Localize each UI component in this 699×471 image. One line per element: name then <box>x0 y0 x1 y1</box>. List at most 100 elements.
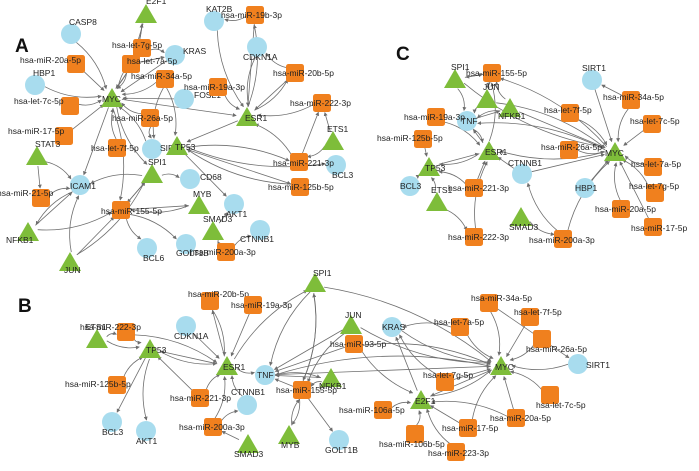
node-b-NFKB1[interactable]: NFKB1 <box>319 368 347 391</box>
node-b-m17[interactable]: hsa-miR-17-5p <box>442 419 498 437</box>
node-a-MYC[interactable]: MYC <box>101 88 123 107</box>
node-a-m125b[interactable]: hsa-miR-125b-5p <box>268 178 334 196</box>
node-b-CDKN1A[interactable]: CDKN1A <box>174 316 209 341</box>
node-a-KAT2B[interactable]: KAT2B <box>204 4 233 31</box>
node-c-BCL3[interactable]: BCL3 <box>400 176 422 196</box>
node-a-CASP8[interactable]: CASP8 <box>61 17 97 44</box>
node-c-ESR1[interactable]: ESR1 <box>478 141 507 160</box>
node-b-m106a[interactable]: hsa-miR-106a-5p <box>339 401 405 419</box>
node-a-m19a[interactable]: hsa-miR-19a-3p <box>184 78 245 96</box>
node-b-E2F1[interactable]: E2F1 <box>410 390 436 409</box>
node-b-CTNNB1[interactable]: CTNNB1 <box>231 387 265 415</box>
node-b-m34a[interactable]: hsa-miR-34a-5p <box>471 293 532 312</box>
node-c-SIRT1[interactable]: SIRT1 <box>582 63 606 90</box>
node-a-m221[interactable]: hsa-miR-221-3p <box>273 153 334 171</box>
node-b-let7c[interactable]: hsa-let-7c-5p <box>536 386 586 410</box>
node-c-HBP1[interactable]: HBP1 <box>575 178 597 198</box>
node-a-E2F1[interactable]: E2F1 <box>135 0 167 23</box>
node-c-m155[interactable]: hsa-miR-155-5p <box>466 64 527 82</box>
node-b-ESR1[interactable]: ESR1 <box>216 356 245 375</box>
node-b-AKT1[interactable]: AKT1 <box>136 421 158 446</box>
node-c-m19a[interactable]: hsa-miR-19a-3p <box>404 108 465 126</box>
node-b-m223[interactable]: hsa-miR-223-3p <box>428 443 489 461</box>
node-a-m222[interactable]: hsa-miR-222-3p <box>290 94 351 112</box>
node-c-JUN[interactable]: JUN <box>476 82 500 108</box>
node-b-KRAS[interactable]: KRAS <box>382 317 405 337</box>
node-b-m19a[interactable]: hsa-miR-19a-3p <box>231 296 292 314</box>
node-a-HBP1[interactable]: HBP1 <box>25 68 55 95</box>
node-b-m155[interactable]: hsa-miR-155-5p <box>276 381 337 399</box>
node-a-SMAD3[interactable]: SMAD3 <box>202 214 233 240</box>
node-b-SPI1[interactable]: SPI1 <box>304 268 332 292</box>
node-c-m34a[interactable]: hsa-miR-34a-5p <box>603 91 664 109</box>
node-b-m222[interactable]: hsa-miR-222-3p <box>80 322 141 341</box>
node-a-JUN[interactable]: JUN <box>59 252 81 275</box>
node-c-let7f[interactable]: hsa-let-7f-5p <box>544 104 592 122</box>
node-b-BCL3[interactable]: BCL3 <box>102 412 124 437</box>
node-c-m222[interactable]: hsa-miR-222-3p <box>448 228 509 246</box>
node-c-m17[interactable]: hsa-miR-17-5p <box>631 218 687 236</box>
node-a-NFKB1[interactable]: NFKB1 <box>6 222 39 245</box>
node-b-MYB[interactable]: MYB <box>278 425 300 450</box>
node-c-NFKB1[interactable]: NFKB1 <box>498 98 526 121</box>
node-b-MYC[interactable]: MYC <box>490 356 514 375</box>
node-a-SPI1[interactable]: SPI1 <box>141 157 167 183</box>
node-a-let7f[interactable]: hsa-let-7f-5p <box>91 139 139 157</box>
node-a-let7g[interactable]: hsa-let-7g-5p <box>112 39 162 57</box>
node-b-m106b[interactable]: hsa-miR-106b-5p <box>379 425 445 449</box>
node-c-SPI1[interactable]: SPI1 <box>444 62 470 88</box>
node-b-SMAD3[interactable]: SMAD3 <box>234 434 264 459</box>
node-a-KRAS[interactable]: KRAS <box>165 45 206 65</box>
node-a-m34a[interactable]: hsa-miR-34a-5p <box>131 70 192 88</box>
node-a-m20b[interactable]: hsa-miR-20b-5p <box>273 64 334 82</box>
node-c-SMAD3[interactable]: SMAD3 <box>509 207 539 232</box>
node-a-m19b[interactable]: hsa-miR-19b-3p <box>221 6 282 24</box>
node-c-let7a[interactable]: hsa-let-7a-5p <box>631 158 681 176</box>
node-b-ETS1[interactable]: ETS1 <box>85 322 108 348</box>
node-a-STAT3[interactable]: STAT3 <box>26 139 60 165</box>
node-a-ESR1[interactable]: ESR1 <box>236 107 267 126</box>
node-b-m200a[interactable]: hsa-miR-200a-3p <box>179 418 245 436</box>
node-a-m155[interactable]: hsa-miR-155-5p <box>101 201 162 219</box>
node-c-MYC[interactable]: MYC <box>604 142 626 161</box>
node-b-m20a[interactable]: hsa-miR-20a-5p <box>490 409 551 427</box>
node-a-GOLT1B[interactable]: GOLT1B <box>176 234 209 258</box>
node-a-BCL3[interactable]: BCL3 <box>326 155 354 180</box>
node-c-m125b[interactable]: hsa-miR-125b-5p <box>377 130 443 148</box>
node-c-m26a[interactable]: hsa-miR-26a-5p <box>541 141 602 159</box>
node-c-let7c[interactable]: hsa-let-7c-5p <box>630 115 680 133</box>
node-a-let7a[interactable]: hsa-let-7a-5p <box>122 55 177 73</box>
node-b-GOLT1B[interactable]: GOLT1B <box>325 430 358 455</box>
node-a-FOSL1[interactable]: FOSL1 <box>174 89 221 109</box>
node-a-m20a[interactable]: hsa-miR-20a-5p <box>20 55 85 73</box>
node-a-ETS1[interactable]: ETS1 <box>322 124 349 150</box>
node-c-m200a[interactable]: hsa-miR-200a-3p <box>529 230 595 248</box>
node-b-m26a[interactable]: hsa-miR-26a-5p <box>526 330 587 354</box>
node-b-TNF[interactable]: TNF <box>255 365 275 385</box>
node-a-BCL6[interactable]: BCL6 <box>137 238 165 263</box>
node-b-JUN[interactable]: JUN <box>340 310 362 334</box>
node-c-TNF[interactable]: TNF <box>457 111 478 131</box>
node-c-ETS1[interactable]: ETS1 <box>426 185 453 211</box>
node-b-m221[interactable]: hsa-miR-221-3p <box>170 389 231 407</box>
node-a-CTNNB1[interactable]: CTNNB1 <box>240 220 274 244</box>
node-a-CDKN1A[interactable]: CDKN1A <box>243 37 278 62</box>
node-b-let7g[interactable]: hsa-let-7g-5p <box>423 370 473 391</box>
node-a-let7c[interactable]: hsa-let-7c-5p <box>14 96 79 115</box>
node-a-m26a[interactable]: hsa-miR-26a-5p <box>112 109 173 127</box>
node-a-CD68[interactable]: CD68 <box>180 169 222 189</box>
node-c-m20a[interactable]: hsa-miR-20a-5p <box>595 200 656 218</box>
node-c-CTNNB1[interactable]: CTNNB1 <box>508 158 542 184</box>
node-a-m200a[interactable]: hsa-miR-200a-3p <box>190 243 256 261</box>
node-b-m125b[interactable]: hsa-miR-125b-5p <box>65 376 131 394</box>
node-b-let7a[interactable]: hsa-let-7a-5p <box>434 317 484 336</box>
node-b-let7f[interactable]: hsa-let-7f-5p <box>514 307 562 326</box>
node-c-TP53[interactable]: TP53 <box>418 157 446 176</box>
node-b-SIRT1[interactable]: SIRT1 <box>568 354 610 374</box>
node-a-m21[interactable]: hsa-miR-21-5p <box>0 188 53 207</box>
node-b-m93[interactable]: hsa-miR-93-5p <box>330 335 386 353</box>
node-a-TP53[interactable]: TP53 <box>166 136 196 155</box>
node-a-MYB[interactable]: MYB <box>188 189 212 214</box>
node-a-ICAM1[interactable]: ICAM1 <box>70 175 96 195</box>
node-a-m17[interactable]: hsa-miR-17-5p <box>8 126 73 145</box>
